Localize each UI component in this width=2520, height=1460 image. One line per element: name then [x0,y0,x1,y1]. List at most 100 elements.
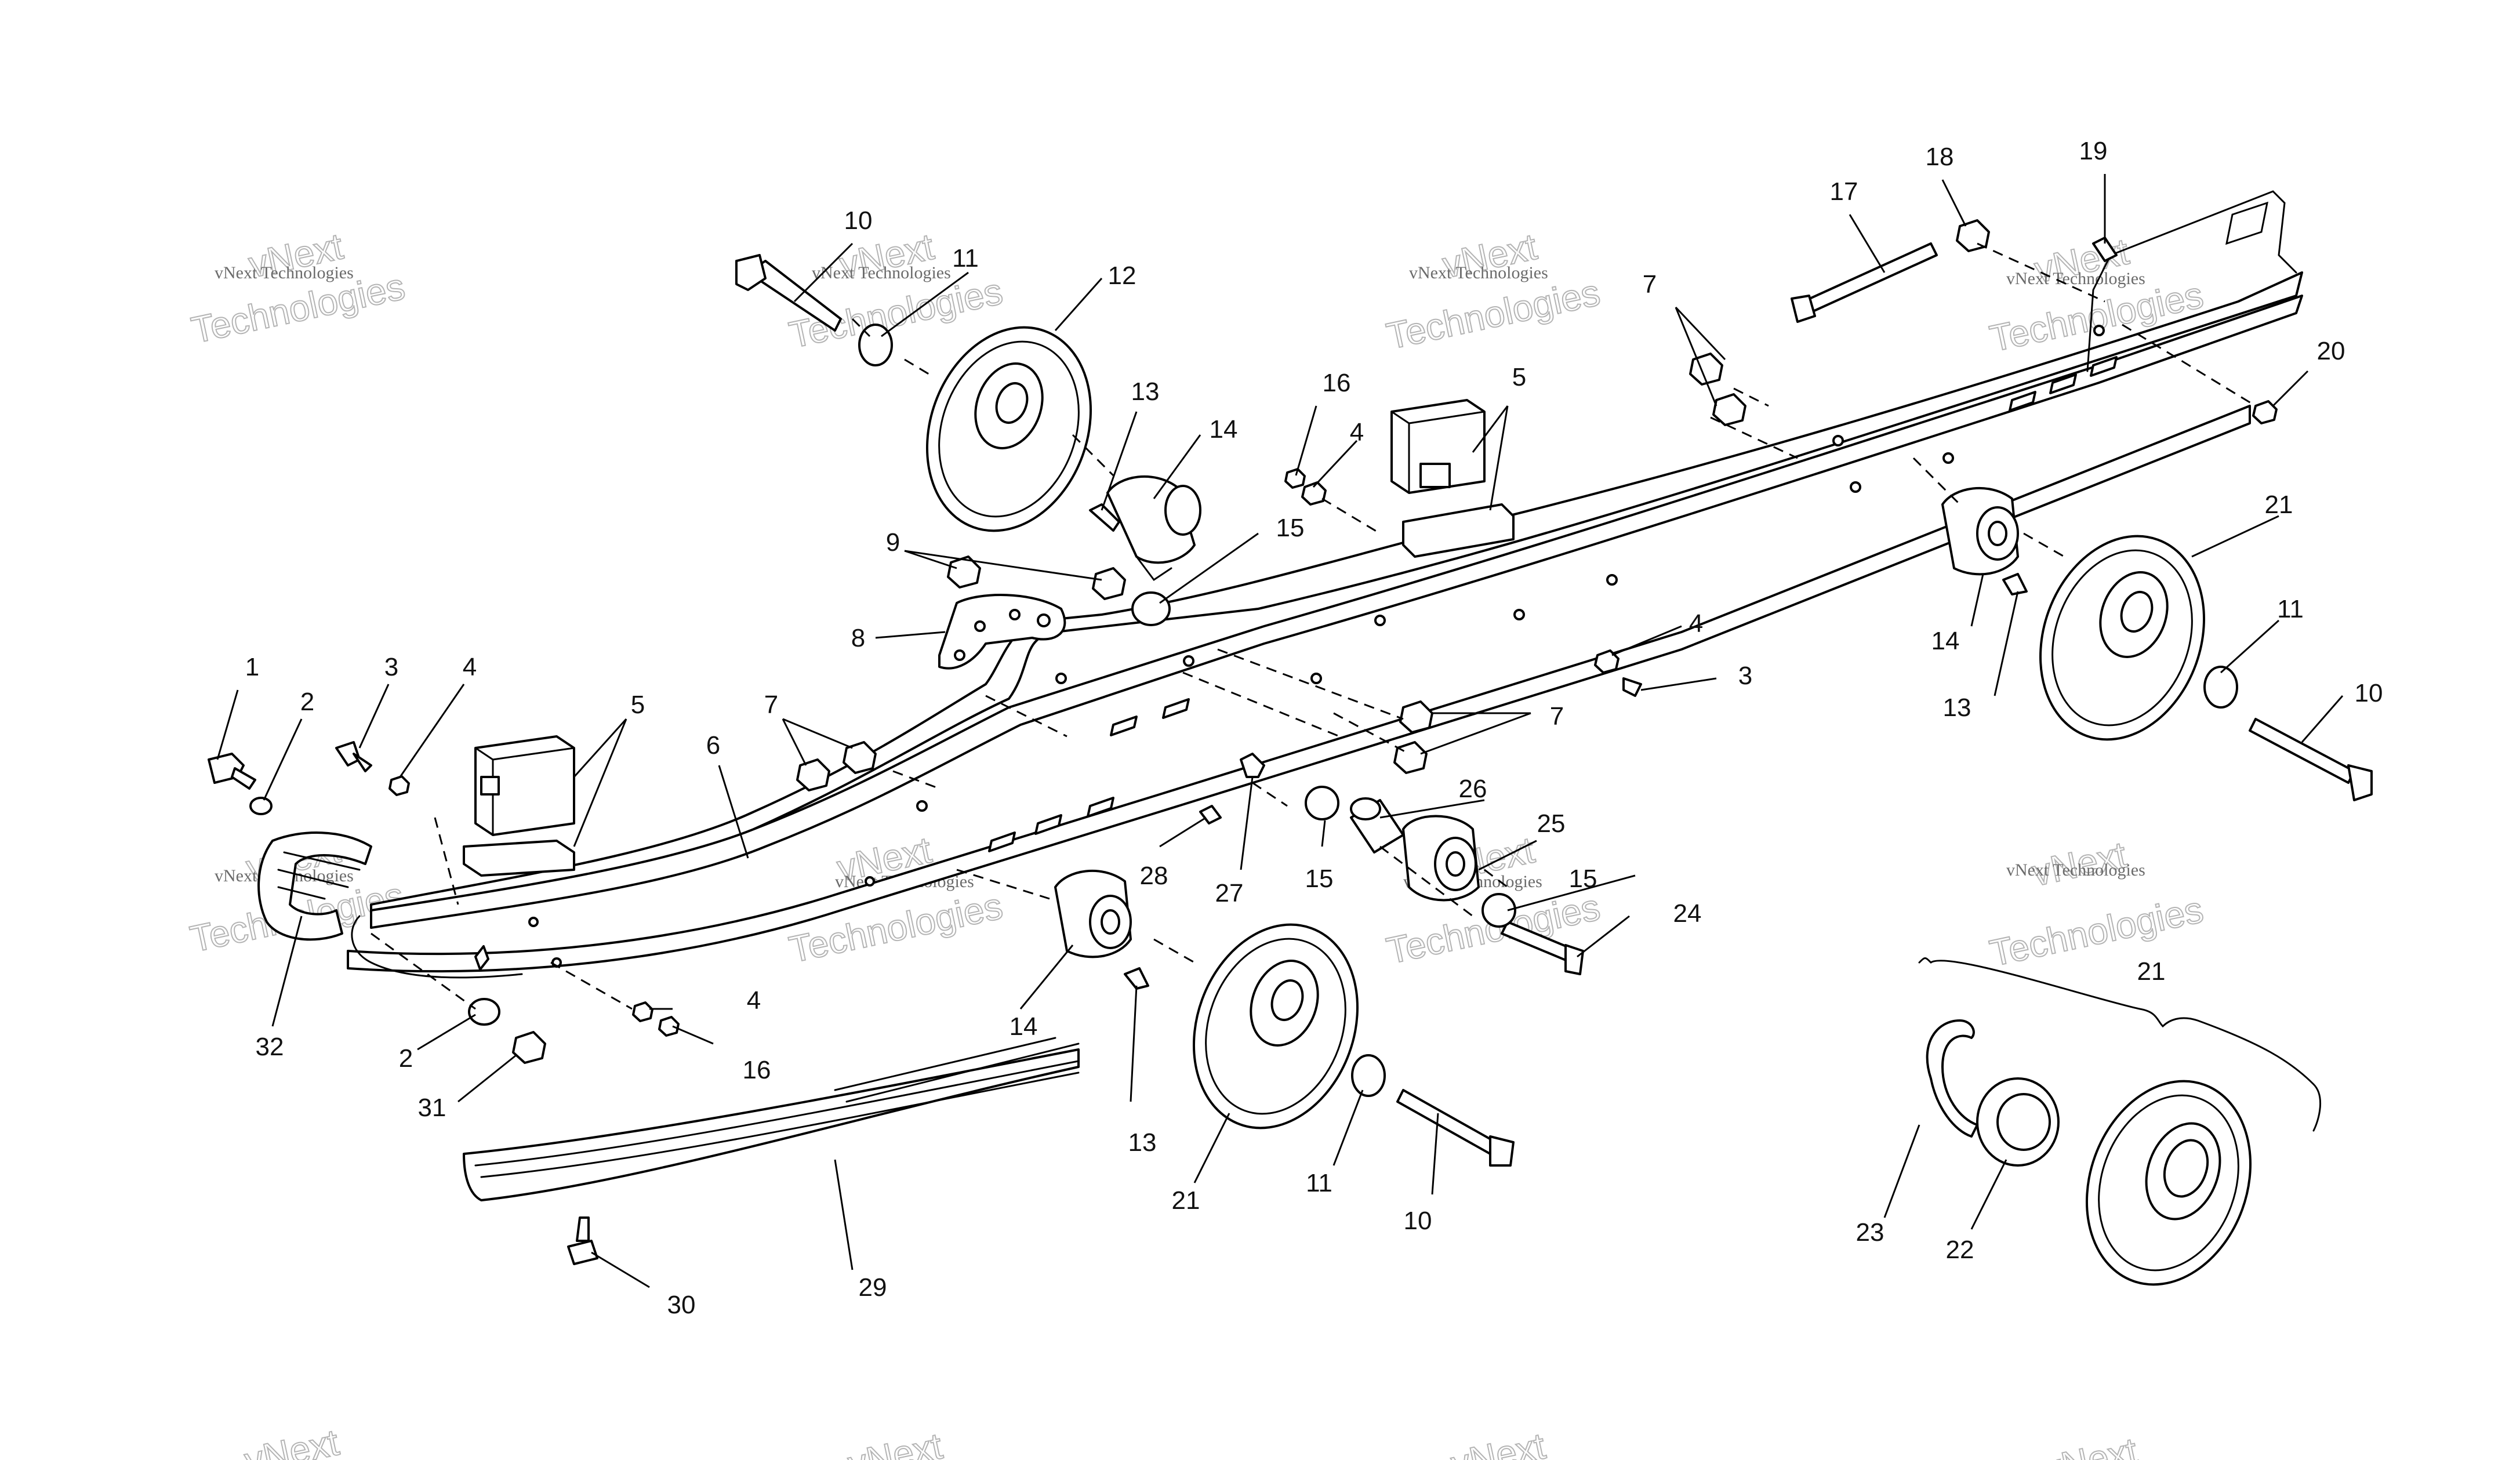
rail-rear-slot [2225,201,2268,245]
watermark-big: vNext [2039,1430,2141,1460]
callout-label: 4 [747,986,761,1015]
callout-label: 13 [1943,693,1971,722]
callout-label: 28 [1140,862,1168,890]
watermark-big: Technologies [1986,888,2206,974]
callout-label: 31 [418,1094,446,1122]
nut-7-upper-a [1712,393,1746,426]
callout-label: 6 [706,731,720,760]
callout-label: 20 [2317,337,2345,365]
rail-upper-flange [370,271,2303,923]
callout-label: 15 [1569,865,1597,893]
callout-label: 15 [1276,514,1305,542]
wear-strip [463,1037,1080,1201]
callout-label: 21 [1172,1186,1200,1215]
watermark-group: Technologies vNext vNext Technologies Te… [186,224,2207,1460]
callout-label: 25 [1537,809,1566,838]
callout-label: 11 [952,244,979,273]
rail-front-cap [257,831,372,941]
nut-18 [1956,219,1990,252]
rail-holes [528,325,2105,968]
callout-label: 27 [1215,879,1244,907]
rail-rear-bracket [2086,190,2297,372]
callout-label: 29 [859,1273,887,1302]
callout-label: 14 [1010,1012,1038,1041]
watermark-big: vNext [844,1425,946,1460]
watermark-small: vNext Technologies [812,263,951,282]
callout-label: 21 [2137,957,2166,986]
callout-label: 9 [886,528,900,557]
nut-20 [2252,400,2278,424]
washer-2-lower [468,998,500,1026]
detail-brace [1930,960,2322,1132]
callout-label: 21 [2265,491,2293,519]
callout-label: 2 [399,1044,413,1073]
circlip-23 [1926,1019,1978,1138]
callout-label: 24 [1673,899,1702,928]
nut-9-b [1092,567,1126,600]
slide-rail-assembly [347,190,2303,979]
nut-7-right-a [1399,700,1433,733]
roller-housing-center [1402,815,1480,902]
callout-label: 19 [2079,137,2108,165]
rail-front-curl [351,915,523,979]
nut-16-lower [658,1016,680,1037]
nut-7-left-b [843,741,877,774]
watermark-small: vNext Technologies [215,263,354,282]
callout-label: 30 [667,1291,696,1319]
callout-label: 1 [245,653,259,681]
roller-housing-lower [1054,869,1132,958]
wheel-right [2039,535,2206,741]
wheel-detail-parts [1918,957,2322,1167]
nut-4-left [388,775,410,796]
callout-label: 17 [1830,177,1858,206]
callout-labels: 1 2 3 4 5 6 7 8 9 10 11 12 13 14 15 16 4… [245,137,2383,1319]
washer-2-upper [249,797,273,815]
callout-label: 3 [1738,662,1752,690]
callout-label: 23 [1856,1218,1884,1247]
callout-label: 12 [1108,262,1136,290]
spacer-tube [1350,797,1404,854]
callout-label: 10 [844,206,873,235]
rail-bottom-edge [347,405,2251,973]
washer-15-upper [1131,591,1171,626]
callout-label: 11 [1306,1169,1332,1197]
callout-label: 15 [1305,865,1334,893]
bracket-plate [938,594,1066,670]
bolts [208,242,2373,1265]
callout-label: 22 [1946,1236,1974,1264]
nut-16-upper [1284,468,1306,489]
washer-15-right [1482,893,1516,928]
callout-label: 26 [1459,775,1487,803]
wheel-detail [2085,1080,2252,1286]
nut-4-right [1594,649,1620,674]
wheel-center [1192,923,1359,1129]
callout-label: 13 [1131,377,1160,406]
washer-11-upper [858,324,893,366]
washer-15-lower [1305,786,1339,820]
roller-housing-right [1941,486,2019,576]
rail-slots [474,356,2118,971]
callout-label: 4 [1350,418,1364,446]
nut-31 [512,1031,546,1064]
nut-7-right-b [1393,741,1428,774]
callout-label: 3 [384,653,398,681]
watermark-small: vNext Technologies [2006,269,2145,288]
watermark-big: vNext [241,1421,342,1460]
watermark-big: Technologies [1383,271,1603,357]
callout-label: 8 [851,624,865,652]
callout-label: 4 [1689,609,1703,638]
callout-label: 10 [2355,679,2383,707]
watermark-big: vNext [1447,1425,1549,1460]
callout-label: 11 [2277,595,2304,623]
callout-label: 2 [300,688,314,716]
washer-11-lower [1351,1054,1386,1097]
callout-label: 32 [256,1033,284,1061]
stop-19 [2092,237,2118,262]
nut-7-left-a [796,758,830,791]
callout-label: 7 [1643,270,1657,299]
callout-label: 4 [463,653,477,681]
watermark-small: vNext Technologies [2006,860,2145,880]
stopper-block-left [463,735,575,877]
callout-label: 14 [1931,627,1960,655]
